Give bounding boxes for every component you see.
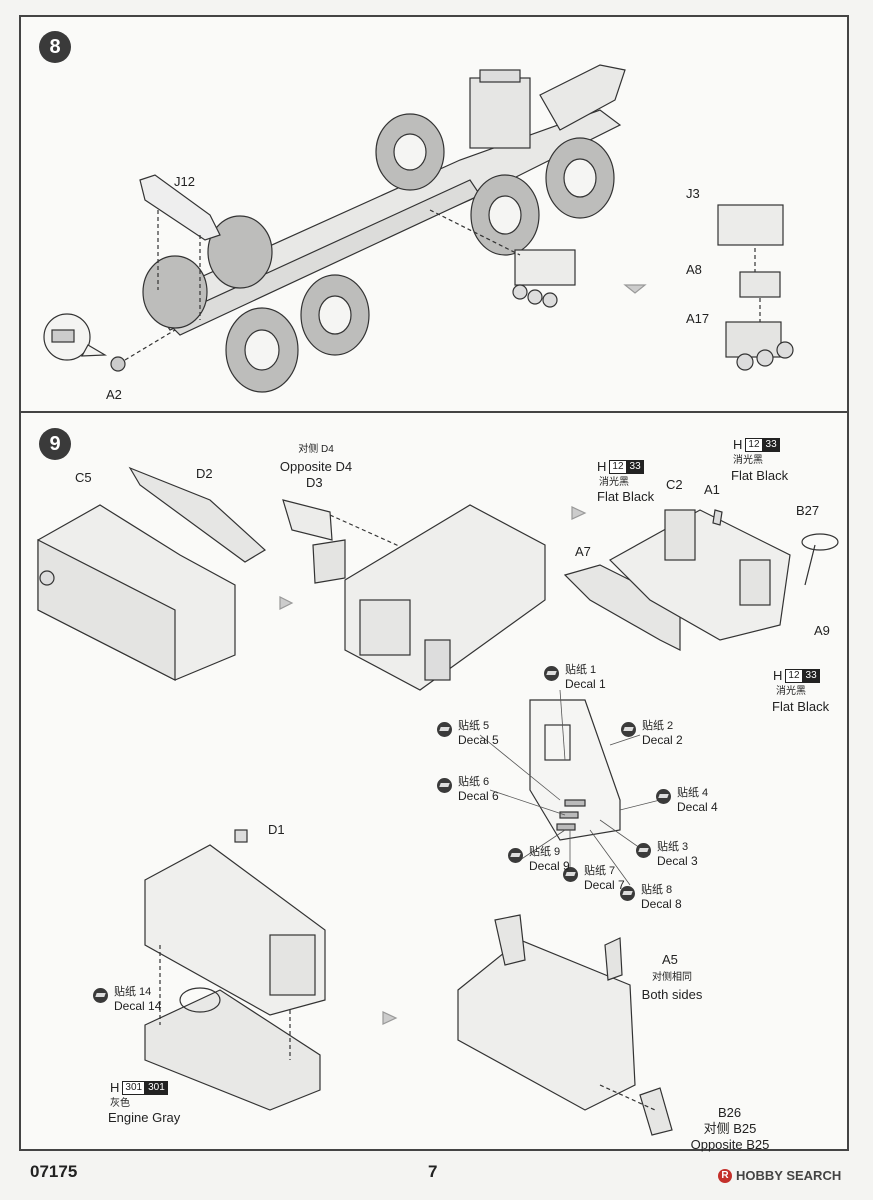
decal-icon (544, 666, 559, 681)
part-label-d3: D3 (306, 475, 323, 490)
part-label-b26: B26 (718, 1105, 742, 1120)
part-label-a2: A2 (106, 387, 122, 402)
part-label-a7: A7 (575, 544, 591, 559)
watermark: R HOBBY SEARCH (718, 1168, 841, 1183)
paint-callout-1-cn: 消光黑 (599, 477, 629, 488)
decal-icon (508, 848, 523, 863)
paint-callout-4-en: Engine Gray (108, 1110, 181, 1125)
decal-icon (93, 988, 108, 1003)
decal-icon (656, 789, 671, 804)
part-label-a5-en: Both sides (641, 987, 703, 1002)
part-label-c2: C2 (666, 477, 683, 492)
model-number: 07175 (30, 1162, 78, 1181)
part-label-c5: C5 (75, 470, 92, 485)
part-label-d4-en: Opposite D4 (279, 459, 353, 474)
decal-icon (621, 722, 636, 737)
watermark-text: HOBBY SEARCH (736, 1168, 842, 1183)
part-label-a9: A9 (814, 623, 830, 638)
part-label-a8: A8 (686, 262, 702, 277)
part-label-a17: A17 (686, 311, 710, 326)
decal-icon (563, 867, 578, 882)
part-label-a5: A5 (662, 952, 678, 967)
part-label-j3: J3 (686, 186, 700, 201)
step-8-number: 8 (39, 31, 71, 63)
part-label-j12: J12 (174, 174, 195, 189)
decal-icon (437, 722, 452, 737)
part-label-b27: B27 (796, 503, 820, 518)
paint-callout-3-cn: 消光黑 (776, 686, 806, 697)
part-label-a1: A1 (704, 482, 720, 497)
decal-icon (437, 778, 452, 793)
decal-icon (620, 886, 635, 901)
paint-callout-3-en: Flat Black (772, 699, 830, 714)
paint-callout-4-cn: 灰色 (110, 1098, 130, 1109)
part-label-d1: D1 (268, 822, 285, 837)
watermark-logo-icon: R (718, 1168, 732, 1183)
paint-callout-1-en: Flat Black (597, 489, 655, 504)
part-label-d4-cn: 对侧 D4 (298, 444, 334, 455)
page-number: 7 (428, 1162, 438, 1181)
step-9-number: 9 (39, 428, 71, 460)
part-label-d2: D2 (196, 466, 213, 481)
paint-callout-2-cn: 消光黑 (733, 455, 763, 466)
part-label-a5-cn: 对侧相同 (652, 972, 692, 983)
part-label-b25-en: Opposite B25 (690, 1137, 770, 1152)
decal-icon (636, 843, 651, 858)
part-label-b25-cn: 对侧 B25 (703, 1121, 757, 1136)
paint-callout-2-en: Flat Black (731, 468, 789, 483)
